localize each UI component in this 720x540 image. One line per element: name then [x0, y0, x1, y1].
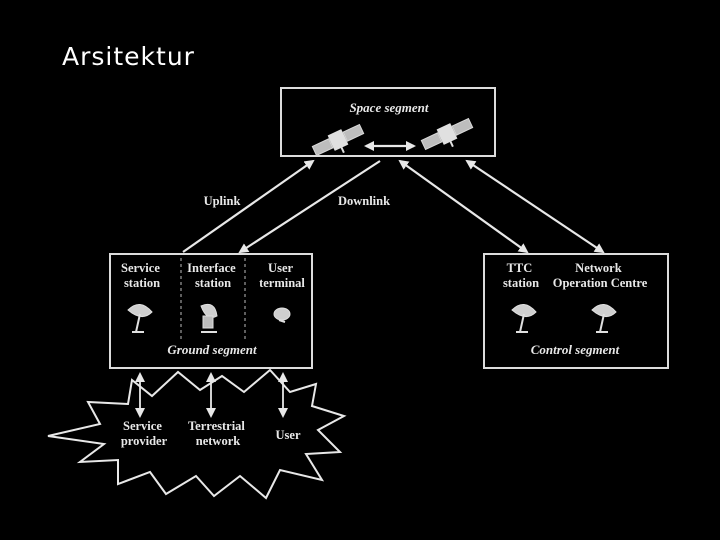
terrestrial-network-label: Terrestrial network: [188, 419, 248, 448]
service-provider-label: Service provider: [121, 419, 168, 448]
service-station-label: Service station: [121, 261, 163, 290]
ttc-station-dish-icon: [511, 304, 537, 333]
service-station-dish-icon: [127, 304, 153, 333]
interface-station-label: Interface station: [187, 261, 239, 290]
noc-dish-icon: [591, 304, 617, 333]
terrestrial-burst-shape: [47, 368, 347, 500]
ground-segment-label: Ground segment: [167, 342, 257, 357]
slide-title: Arsitektur: [62, 42, 195, 71]
satellite-left-icon: [311, 123, 365, 157]
ttc-station-label: TTC station: [503, 261, 539, 290]
downlink-arrow: [238, 160, 381, 254]
uplink-arrow: [182, 159, 315, 253]
interface-station-dish-icon: [200, 303, 218, 333]
control-link-arrow-2: [465, 159, 605, 254]
control-segment-label: Control segment: [531, 342, 620, 357]
downlink-label: Downlink: [338, 194, 390, 208]
user-label: User: [276, 428, 301, 442]
network-operation-centre-label: Network Operation Centre: [553, 261, 648, 290]
control-link-arrow-1: [398, 159, 529, 254]
user-terminal-label: User terminal: [259, 261, 305, 290]
user-terminal-dish-icon: [273, 307, 291, 323]
space-segment-label: Space segment: [349, 100, 428, 115]
uplink-label: Uplink: [204, 194, 241, 208]
satellite-right-icon: [420, 117, 474, 151]
